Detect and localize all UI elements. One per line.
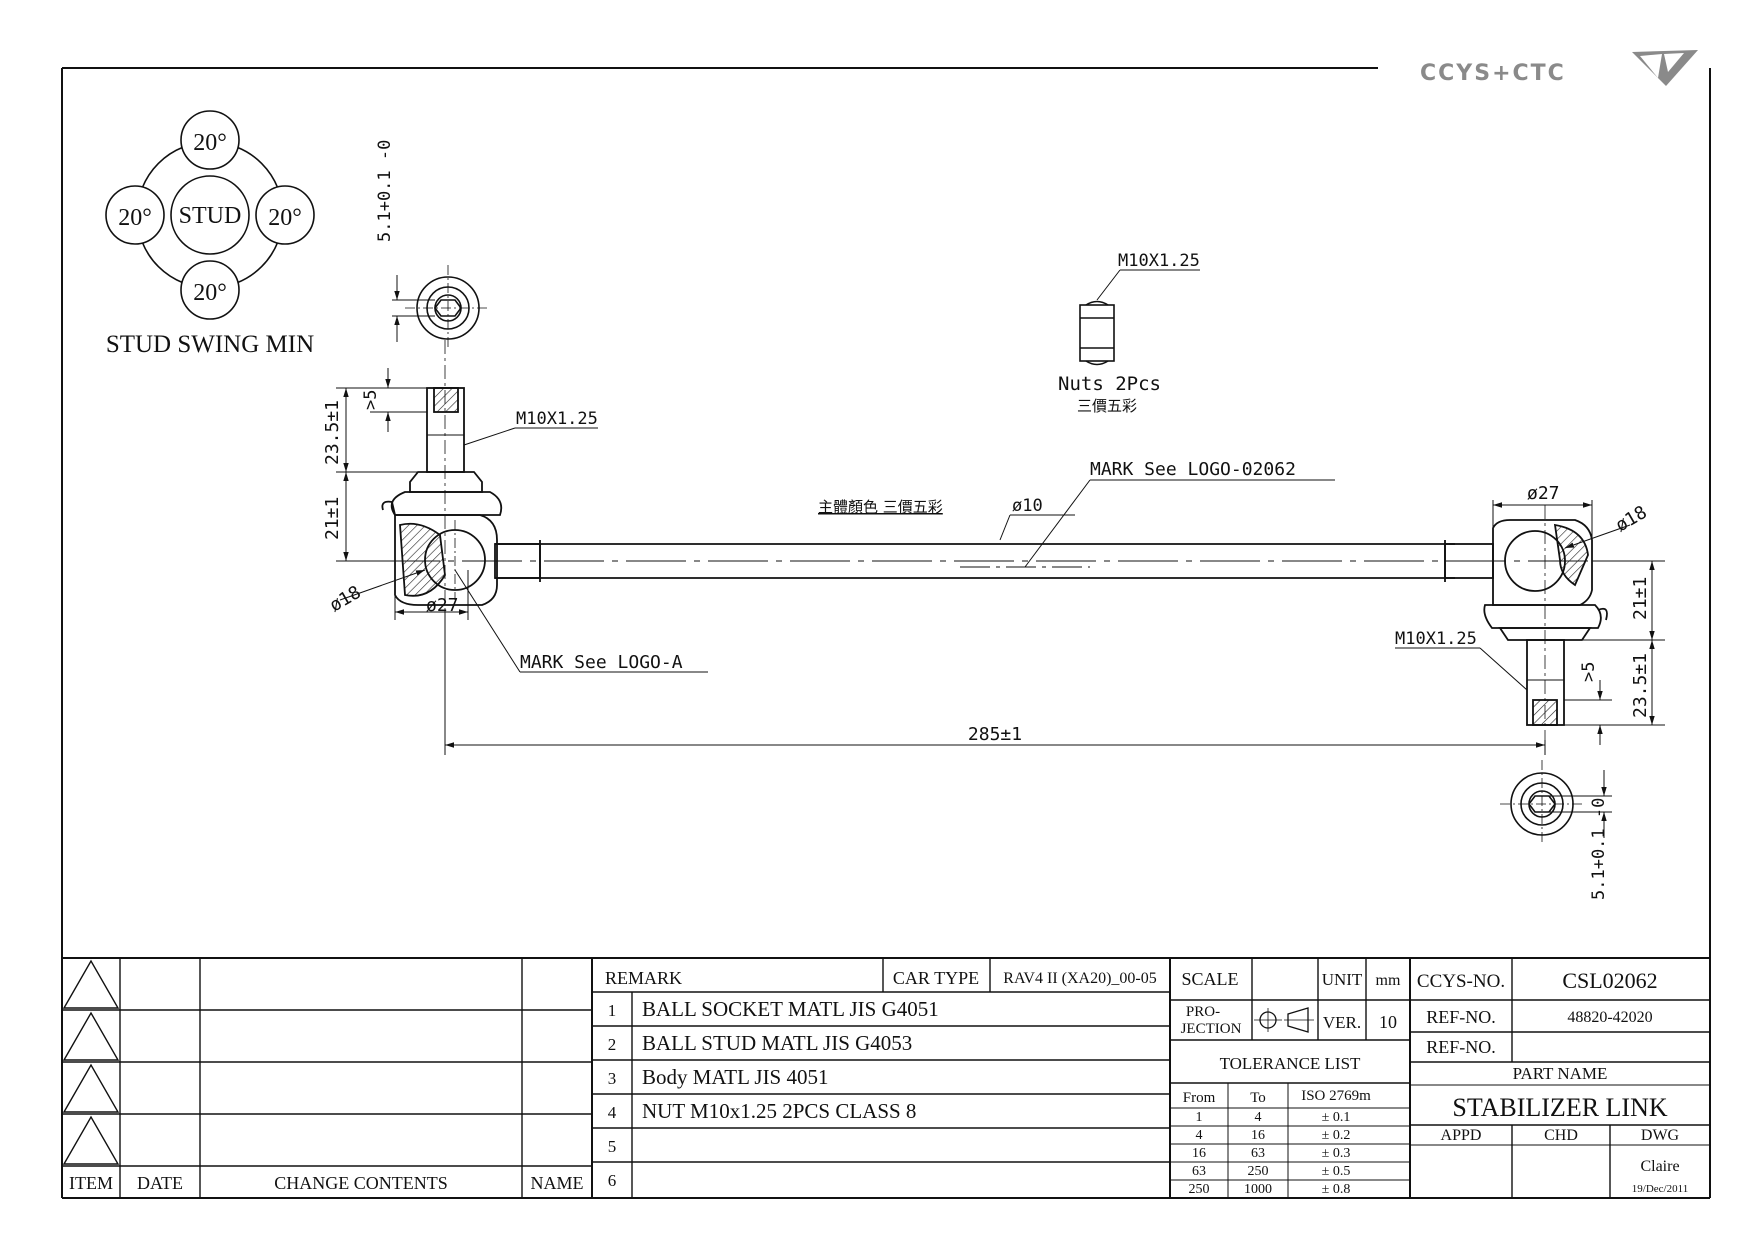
ref-number: 48820-42020 (1567, 1009, 1652, 1026)
nut-view (1079, 269, 1200, 366)
left-stud-length: 23.5±1 (322, 400, 343, 465)
tol-cell: 63 (1192, 1164, 1206, 1179)
tolerance-title: TOLERANCE LIST (1220, 1054, 1361, 1073)
rev-date-header: DATE (137, 1173, 183, 1193)
material-text: Body MATL JIS 4051 (642, 1065, 829, 1089)
tol-cell: ± 0.8 (1322, 1182, 1351, 1197)
left-gt5-dim: >5 (361, 390, 381, 410)
unit-value: mm (1376, 972, 1401, 989)
swing-caption: STUD SWING MIN (106, 331, 314, 358)
rev-change-header: CHANGE CONTENTS (274, 1173, 448, 1193)
right-gt5-dim: >5 (1579, 662, 1599, 682)
drawer-name: Claire (1640, 1158, 1679, 1175)
tol-cell: 1 (1196, 1110, 1203, 1125)
material-text: NUT M10x1.25 2PCS CLASS 8 (642, 1099, 916, 1123)
right-vertical-dims (1564, 560, 1665, 745)
stud-swing-diagram (105, 110, 315, 320)
tol-cell: 16 (1192, 1146, 1206, 1161)
tol-cell: ± 0.2 (1322, 1128, 1351, 1143)
right-ball-dia: ø18 (1612, 502, 1651, 536)
appd-label: APPD (1441, 1127, 1482, 1144)
hex-end-view-right (1500, 760, 1612, 845)
right-height: 21±1 (1630, 577, 1651, 620)
left-thread-label: M10X1.25 (516, 409, 598, 429)
ver-value: 10 (1379, 1012, 1397, 1032)
title-block-grid (62, 957, 1710, 1198)
rev-name-header: NAME (531, 1173, 584, 1193)
right-ball-joint (1483, 505, 1608, 740)
left-socket-dia: ø27 (426, 595, 459, 616)
rod-diameter: ø10 (1012, 496, 1043, 516)
swing-bottom-label: 20° (193, 280, 227, 306)
body-color-note: 主體顏色 三價五彩 (818, 498, 943, 516)
tol-header: From (1183, 1090, 1216, 1106)
nut-thread-label: M10X1.25 (1118, 251, 1200, 271)
hex-dim-right: 5.1+0.1 -0 (1589, 798, 1609, 900)
hex-dim-left: 5.1+0.1 -0 (375, 140, 395, 242)
projection-label-1: PRO- (1186, 1004, 1220, 1020)
right-stud-length: 23.5±1 (1630, 653, 1651, 718)
tol-cell: 16 (1251, 1128, 1265, 1143)
material-no: 4 (608, 1103, 617, 1122)
material-text: BALL STUD MATL JIS G4053 (642, 1031, 912, 1055)
rev-item-header: ITEM (69, 1173, 113, 1193)
material-no: 3 (608, 1069, 617, 1088)
material-no: 5 (608, 1137, 617, 1156)
drawing-date: 19/Dec/2011 (1632, 1183, 1688, 1195)
car-type-value: RAV4 II (XA20)_00-05 (1003, 970, 1156, 987)
material-no: 1 (608, 1001, 617, 1020)
remark-header: REMARK (605, 968, 682, 988)
stabilizer-rod (380, 540, 1660, 582)
right-thread-label: M10X1.25 (1395, 629, 1477, 649)
tol-cell: ± 0.3 (1322, 1146, 1351, 1161)
ccys-number: CSL02062 (1562, 968, 1657, 993)
left-vertical-dims (336, 368, 427, 562)
company-logo: CCYS+CTC (1420, 50, 1698, 86)
ccys-label: CCYS-NO. (1417, 971, 1505, 992)
material-no: 6 (608, 1171, 617, 1190)
tol-header: To (1250, 1090, 1266, 1106)
mark-logo-note: MARK See LOGO-02062 (1090, 459, 1296, 480)
logo-text: CCYS+CTC (1420, 61, 1566, 86)
material-text: BALL SOCKET MATL JIS G4051 (642, 997, 939, 1021)
tol-cell: 4 (1196, 1128, 1203, 1143)
tol-cell: 250 (1189, 1182, 1210, 1197)
overall-length-dim (444, 610, 1546, 755)
swing-top-label: 20° (193, 130, 227, 156)
part-name-label: PART NAME (1513, 1064, 1608, 1083)
chd-label: CHD (1544, 1127, 1578, 1144)
scale-label: SCALE (1181, 969, 1238, 989)
nuts-qty-note: Nuts 2Pcs (1058, 373, 1161, 395)
tol-cell: ± 0.1 (1322, 1110, 1351, 1125)
right-socket-dia: ø27 (1527, 483, 1560, 504)
dwg-label: DWG (1641, 1127, 1680, 1144)
tol-header: ISO 2769m (1301, 1088, 1371, 1104)
swing-right-label: 20° (268, 205, 302, 231)
mark-logo-a-note: MARK See LOGO-A (520, 652, 683, 673)
ref-label: REF-NO. (1426, 1007, 1496, 1027)
hex-end-view-left (392, 265, 490, 350)
tol-cell: 250 (1248, 1164, 1269, 1179)
swing-center-label: STUD (179, 203, 242, 229)
unit-label: UNIT (1322, 970, 1363, 989)
left-ball-dia: ø18 (326, 582, 365, 616)
ref-label: REF-NO. (1426, 1037, 1496, 1057)
ver-label: VER. (1323, 1013, 1361, 1032)
tol-cell: 63 (1251, 1146, 1265, 1161)
swing-left-label: 20° (118, 205, 152, 231)
part-name: STABILIZER LINK (1452, 1093, 1667, 1122)
car-type-label: CAR TYPE (893, 968, 979, 988)
tol-cell: 1000 (1244, 1182, 1272, 1197)
projection-symbol (1254, 1007, 1314, 1033)
tol-cell: ± 0.5 (1322, 1164, 1351, 1179)
left-ball-joint (381, 340, 503, 610)
nut-finish-note: 三價五彩 (1077, 397, 1137, 415)
left-height: 21±1 (322, 497, 343, 540)
material-no: 2 (608, 1035, 617, 1054)
tol-cell: 4 (1255, 1110, 1262, 1125)
overall-length: 285±1 (968, 724, 1022, 745)
projection-label-2: JECTION (1181, 1021, 1242, 1037)
